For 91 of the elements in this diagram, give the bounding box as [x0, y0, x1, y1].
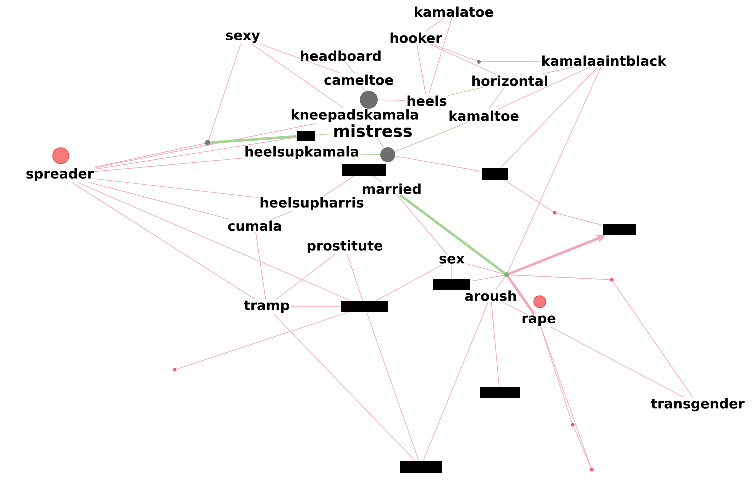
edge-line — [423, 302, 489, 462]
edge-line — [366, 312, 420, 462]
word-label: cumala — [228, 220, 282, 232]
edge-line — [94, 158, 244, 172]
edge-line — [496, 276, 506, 290]
word-label: aroush — [465, 290, 516, 302]
edge-line — [345, 62, 355, 74]
edge-line — [394, 122, 469, 152]
edge-line — [556, 213, 604, 226]
edge-line — [466, 264, 505, 275]
edge-line — [488, 87, 506, 110]
word-label: cameltoe — [324, 74, 394, 86]
edge-line — [360, 154, 381, 156]
word-label: horizontal — [472, 76, 548, 86]
edge-line — [540, 327, 573, 424]
edge-line — [271, 211, 292, 220]
edge-line — [480, 61, 541, 62]
word-label: rape — [522, 316, 556, 326]
edge-line — [448, 87, 484, 96]
redaction-bar — [342, 301, 388, 312]
redaction-bar — [482, 168, 508, 180]
edge-line — [550, 327, 684, 398]
edge-line — [260, 44, 342, 74]
edge-line — [540, 67, 574, 75]
word-label: heels — [408, 96, 447, 106]
edge-line — [425, 18, 445, 32]
edge-line — [276, 254, 336, 300]
word-label: kamaltoe — [450, 110, 519, 122]
word-label: heelsupkamala — [246, 146, 358, 160]
edge-line — [375, 264, 443, 302]
edge-line — [323, 176, 355, 197]
redaction-bar — [297, 130, 315, 141]
edge-line — [314, 134, 332, 136]
edge-line — [94, 123, 317, 168]
redaction-bar — [604, 224, 636, 236]
edge-line — [78, 182, 352, 302]
edge-line — [430, 44, 496, 75]
word-label: hooker — [390, 32, 442, 44]
edge-line — [397, 195, 448, 256]
edge-line — [416, 44, 426, 95]
edge-line — [508, 67, 602, 273]
edge-line — [72, 182, 256, 300]
edge-line — [491, 302, 500, 388]
edge-line — [509, 274, 610, 280]
edge-line — [502, 302, 528, 315]
word-label: kamalaaintblack — [542, 56, 667, 66]
word-label: sexy — [226, 32, 260, 44]
edge-line — [377, 138, 384, 149]
redaction-bar — [400, 460, 442, 473]
vertex-circle — [380, 148, 396, 162]
redaction-bar — [434, 279, 470, 290]
edge-line — [395, 156, 482, 172]
edge-line — [378, 100, 406, 101]
word-label: kneepadskamala — [292, 109, 418, 123]
word-label: sex — [440, 256, 465, 264]
edge-line — [428, 18, 452, 95]
edge-line — [504, 180, 554, 212]
word-label: spreader — [26, 168, 94, 182]
edge-line — [500, 67, 598, 168]
redaction-bar — [342, 164, 386, 176]
word-label: mistress — [334, 124, 412, 138]
edge-line — [362, 86, 366, 92]
edge-line — [432, 44, 478, 62]
word-label: heelsupharris — [260, 197, 364, 211]
edge-line — [256, 232, 266, 300]
edge-line — [274, 314, 416, 462]
edge-line — [372, 176, 383, 183]
edge-line — [176, 312, 348, 370]
edge-line — [210, 135, 297, 144]
vertex-circle — [360, 91, 378, 109]
edge-line — [94, 178, 259, 198]
word-label: tramp — [244, 300, 290, 314]
edge-line — [89, 182, 231, 220]
edge-line — [252, 44, 344, 109]
word-label: kamalatoe — [415, 6, 494, 18]
word-label: headboard — [301, 50, 381, 62]
edge-line — [290, 306, 342, 308]
edge-line — [470, 275, 505, 282]
edge-line — [347, 254, 364, 302]
edge-line — [208, 44, 242, 140]
redaction-bar — [480, 387, 520, 398]
word-label: married — [363, 184, 421, 194]
word-label: transgender — [651, 398, 745, 412]
word-label: prostitute — [308, 240, 383, 254]
edge-line — [498, 67, 590, 110]
edge-line — [540, 327, 592, 468]
edge-line — [508, 276, 536, 316]
edge-line — [400, 194, 506, 274]
edge-line — [612, 281, 693, 398]
edge-line — [94, 143, 206, 168]
edge-line — [573, 426, 592, 468]
